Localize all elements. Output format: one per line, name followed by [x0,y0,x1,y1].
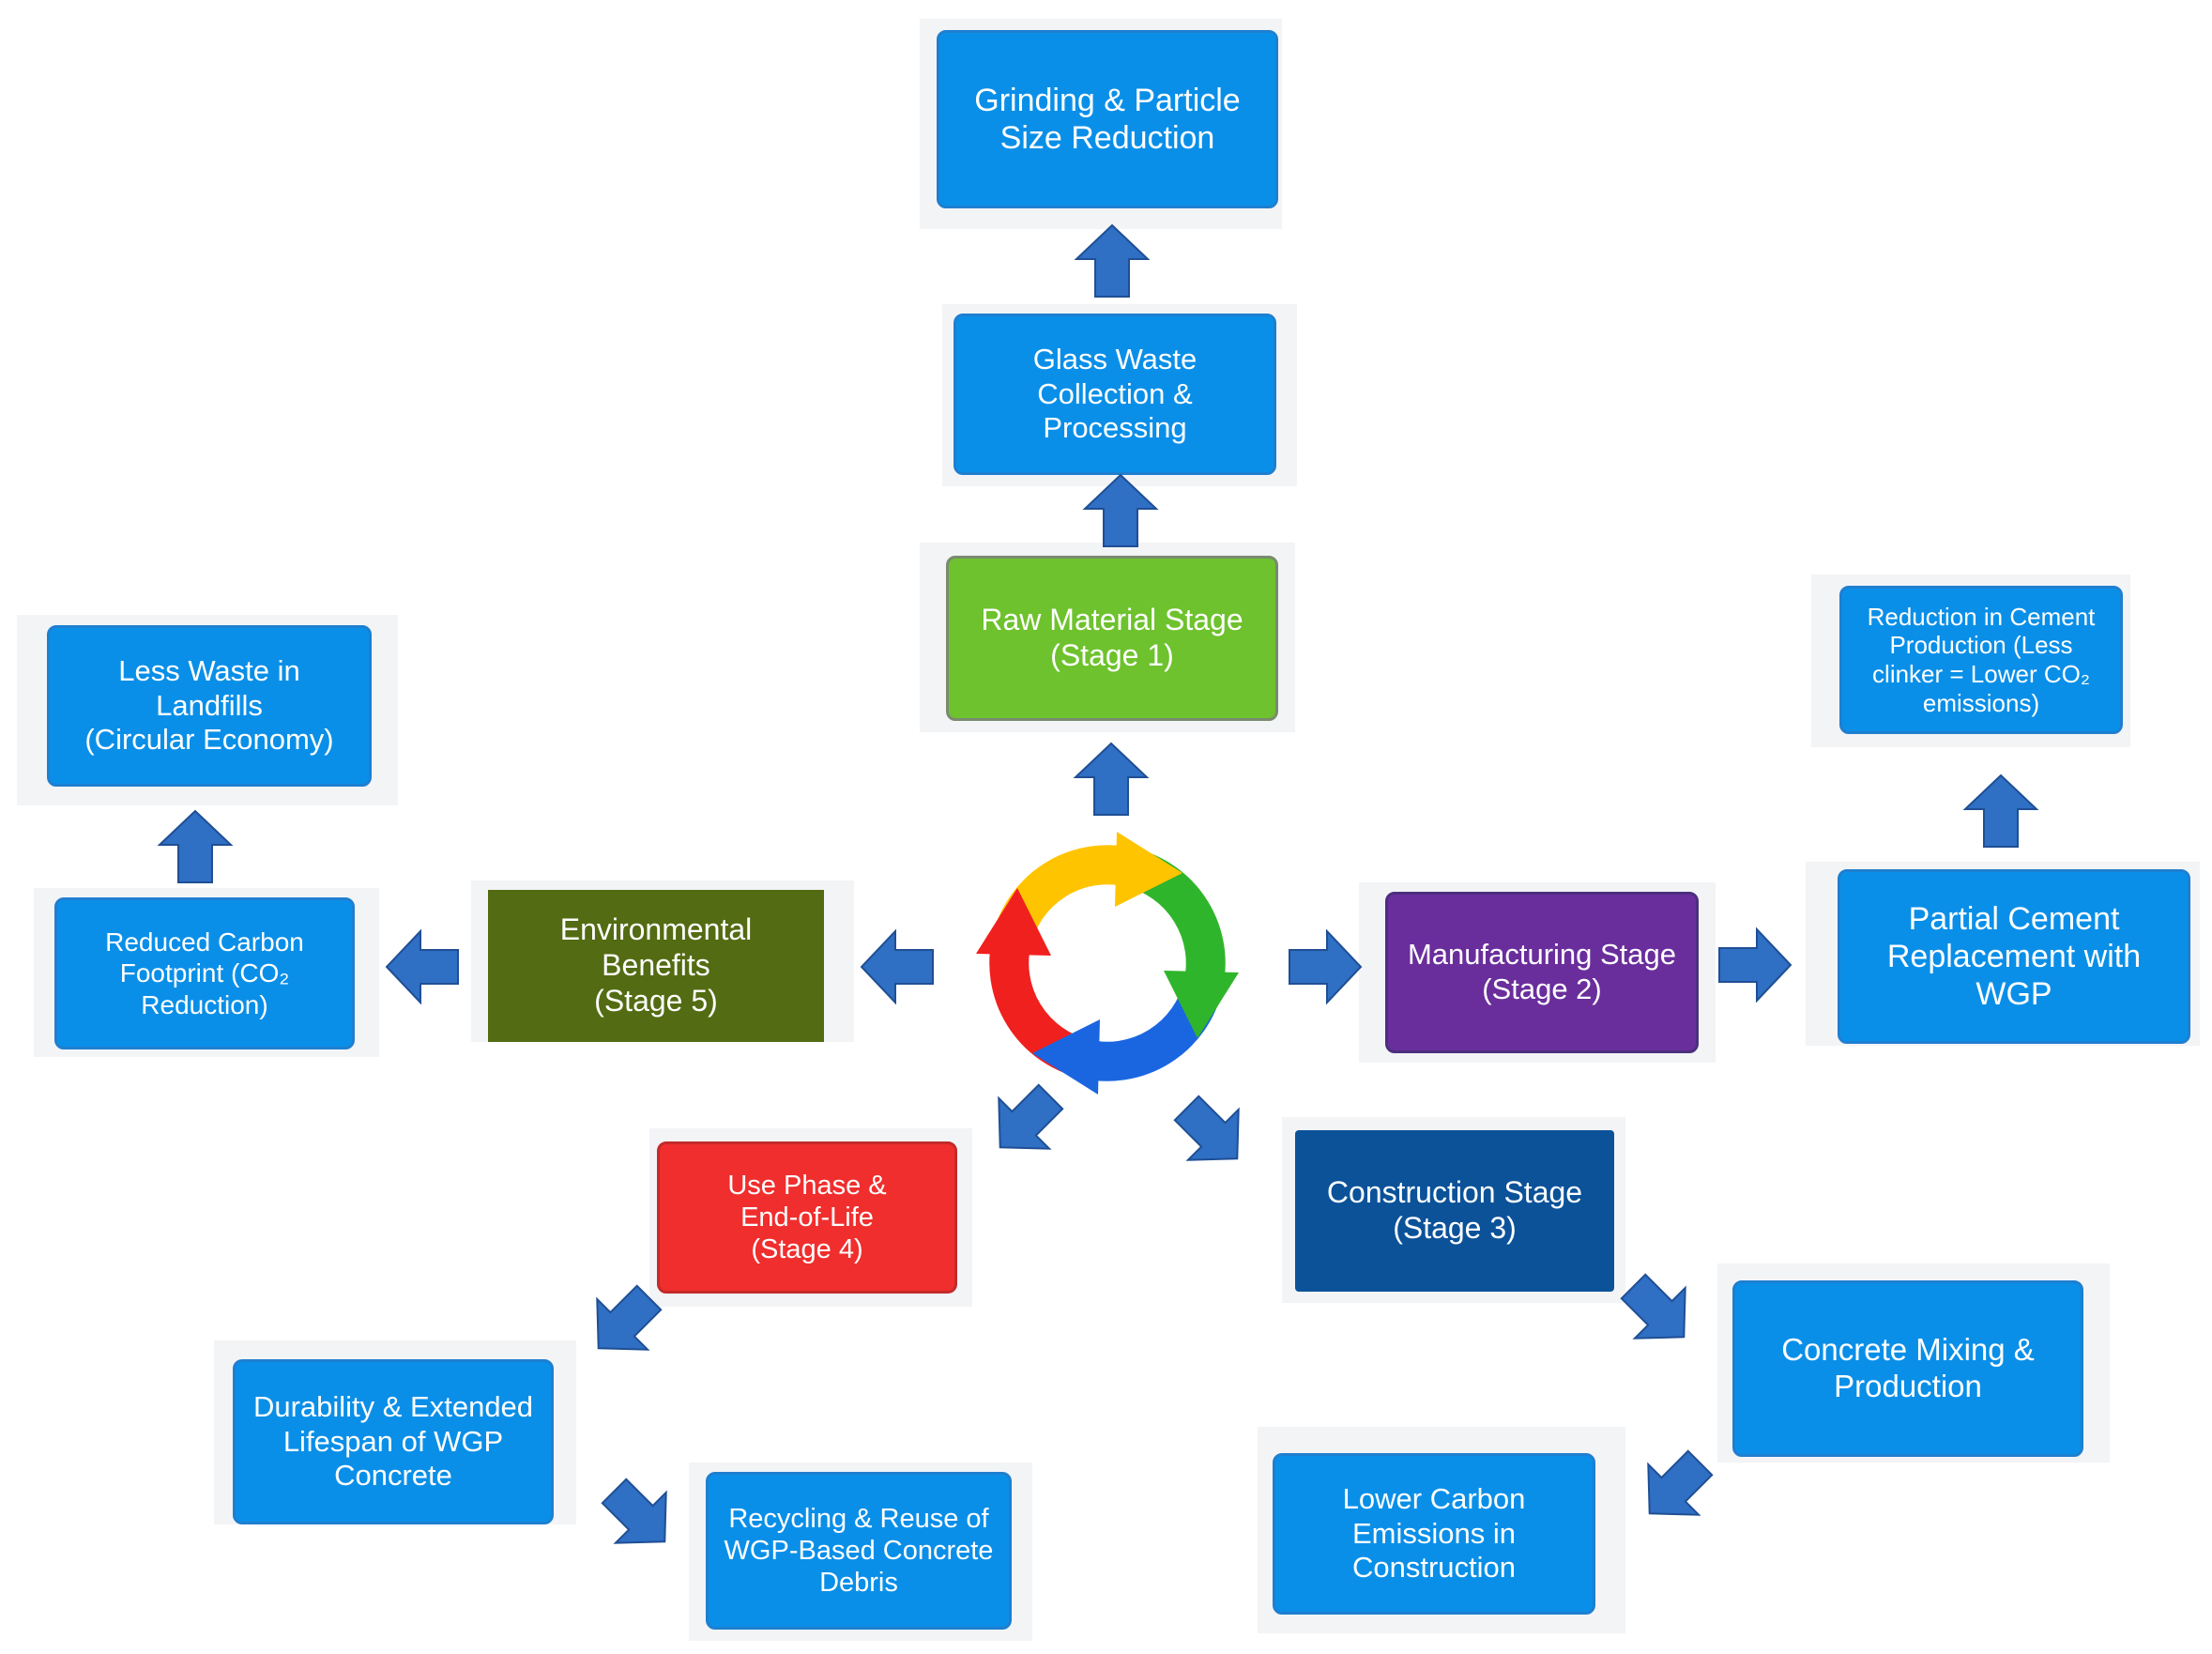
arrow-down-right-to-recycling [587,1464,692,1569]
arrow-up-to-raw-material [1075,743,1148,816]
arrow-down-left-to-use-phase [973,1070,1077,1174]
arrow-down-left-to-durability [572,1271,676,1375]
use-phase-box: Use Phase & End-of-Life (Stage 4) [657,1141,957,1294]
arrow-left-to-reduced-carbon [386,930,459,1003]
arrow-up-to-less-waste [159,810,232,883]
manufacturing-stage-box: Manufacturing Stage (Stage 2) [1385,892,1699,1053]
recycling-reuse-box: Recycling & Reuse of WGP-Based Concrete … [706,1472,1012,1630]
concrete-mixing-box: Concrete Mixing & Production [1732,1280,2083,1457]
grinding-box: Grinding & Particle Size Reduction [937,30,1278,208]
reduced-carbon-box: Reduced Carbon Footprint (CO₂ Reduction) [54,897,355,1049]
environmental-benefits-box: Environmental Benefits (Stage 5) [488,890,824,1042]
arrow-up-to-collection [1084,474,1157,547]
reduction-in-cement-box: Reduction in Cement Production (Less cli… [1839,586,2123,734]
arrow-right-to-partial-cement [1718,928,1792,1002]
arrow-down-left-to-lower-carbon [1623,1436,1727,1540]
less-waste-box: Less Waste in Landfills (Circular Econom… [47,625,372,787]
arrow-up-to-reduction-cement [1964,774,2037,848]
glass-waste-collection-box: Glass Waste Collection & Processing [953,314,1276,475]
construction-stage-box: Construction Stage (Stage 3) [1295,1130,1614,1292]
arrow-down-right-to-construction [1160,1081,1264,1186]
raw-material-stage-box: Raw Material Stage (Stage 1) [946,556,1278,721]
partial-cement-box: Partial Cement Replacement with WGP [1838,869,2190,1044]
lower-carbon-emissions-box: Lower Carbon Emissions in Construction [1273,1453,1595,1615]
circular-recycle-arrows-icon [976,832,1239,1095]
durability-box: Durability & Extended Lifespan of WGP Co… [233,1359,554,1524]
arrow-down-right-to-concrete-mixing [1607,1260,1711,1364]
arrow-up-to-grinding [1075,224,1149,298]
arrow-right-to-manufacturing [1289,930,1362,1003]
arrow-left-to-environmental [861,930,934,1003]
